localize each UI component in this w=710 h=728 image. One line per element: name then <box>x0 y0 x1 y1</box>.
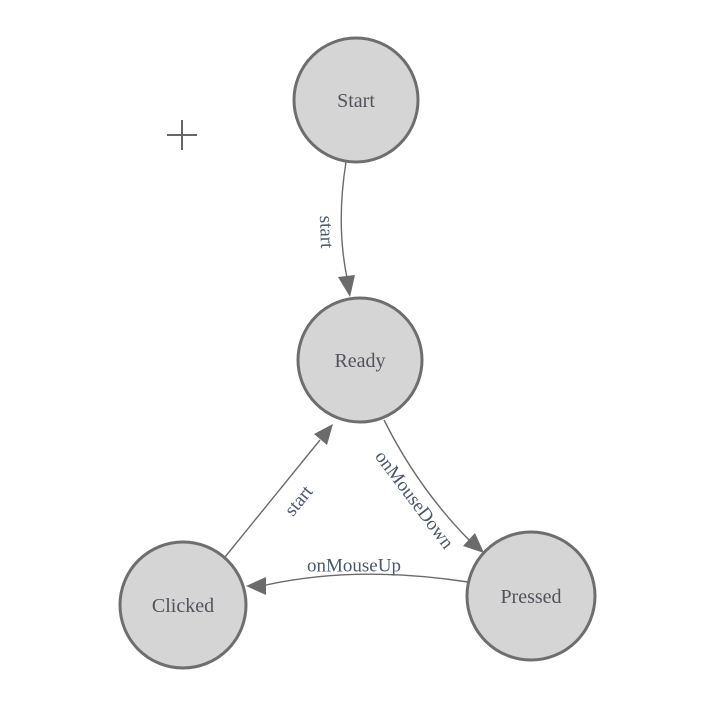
arrowhead-icon <box>463 533 484 553</box>
crosshair-icon <box>167 120 197 150</box>
edge-pressed-clicked[interactable]: onMouseUp <box>246 556 469 596</box>
node-label: Ready <box>334 350 385 372</box>
edge-path[interactable] <box>265 573 469 586</box>
edge-path[interactable] <box>383 419 470 541</box>
edge-start-ready[interactable]: start <box>315 161 355 297</box>
node-circle[interactable] <box>296 296 424 424</box>
node-start[interactable]: Start <box>292 36 420 164</box>
node-label: Clicked <box>152 595 214 617</box>
node-ready[interactable]: Ready <box>296 296 424 424</box>
node-label: Pressed <box>500 586 561 608</box>
edge-label: onMouseUp <box>307 556 401 577</box>
node-pressed[interactable]: Pressed <box>465 530 597 662</box>
arrowhead-icon <box>246 577 266 595</box>
edge-label: start <box>315 215 337 249</box>
edge-ready-pressed[interactable]: onMouseDown <box>370 419 484 554</box>
node-clicked[interactable]: Clicked <box>118 540 248 670</box>
edge-path[interactable] <box>340 161 348 279</box>
edge-label: onMouseDown <box>370 447 458 554</box>
node-label: Start <box>337 90 375 112</box>
node-circle[interactable] <box>465 530 597 662</box>
edge-path[interactable] <box>224 439 321 558</box>
edge-label: start <box>281 481 318 520</box>
edge-clicked-ready[interactable]: start <box>224 424 333 558</box>
node-circle[interactable] <box>292 36 420 164</box>
arrowhead-icon <box>338 275 355 297</box>
arrowhead-icon <box>314 424 333 445</box>
node-circle[interactable] <box>118 540 248 670</box>
